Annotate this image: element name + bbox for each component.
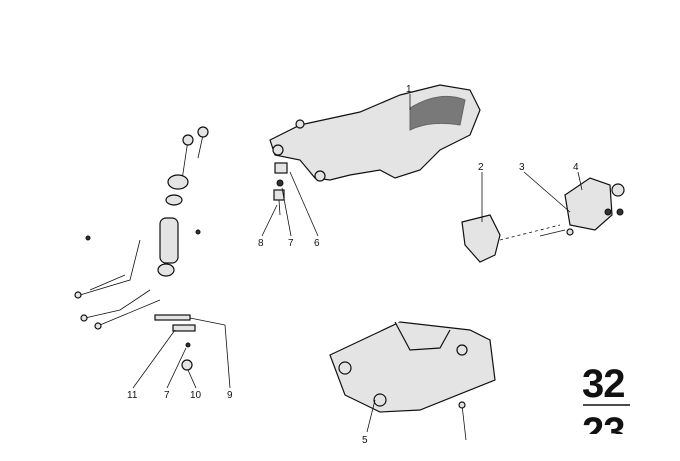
part-1-column-cover <box>269 84 481 182</box>
parts-6-7-8-fasteners <box>273 162 288 216</box>
group-number-sub-clip: 23 <box>580 412 640 434</box>
callout-1: 1 <box>406 84 412 95</box>
callout-3: 3 <box>519 162 525 173</box>
callout-7: 7 <box>288 238 294 249</box>
group-number-sub: 23 <box>582 412 625 434</box>
callout-4: 4 <box>573 162 579 173</box>
callout-10: 10 <box>190 390 202 401</box>
leader-lines <box>132 94 583 433</box>
part-3-4-bracket <box>539 177 625 237</box>
group-number-main: 32 <box>582 362 625 406</box>
callout-8: 8 <box>258 238 264 249</box>
part-2-bracket <box>461 214 561 263</box>
callout-6: 6 <box>314 238 320 249</box>
callout-11: 11 <box>127 390 138 401</box>
callout-9: 9 <box>227 390 233 401</box>
part-5-column-cover-lower <box>329 321 496 441</box>
callout-5: 5 <box>362 435 368 446</box>
callout-7-lower: 7 <box>164 390 170 401</box>
ignition-switch-assembly <box>74 126 209 371</box>
callout-2: 2 <box>478 162 484 173</box>
